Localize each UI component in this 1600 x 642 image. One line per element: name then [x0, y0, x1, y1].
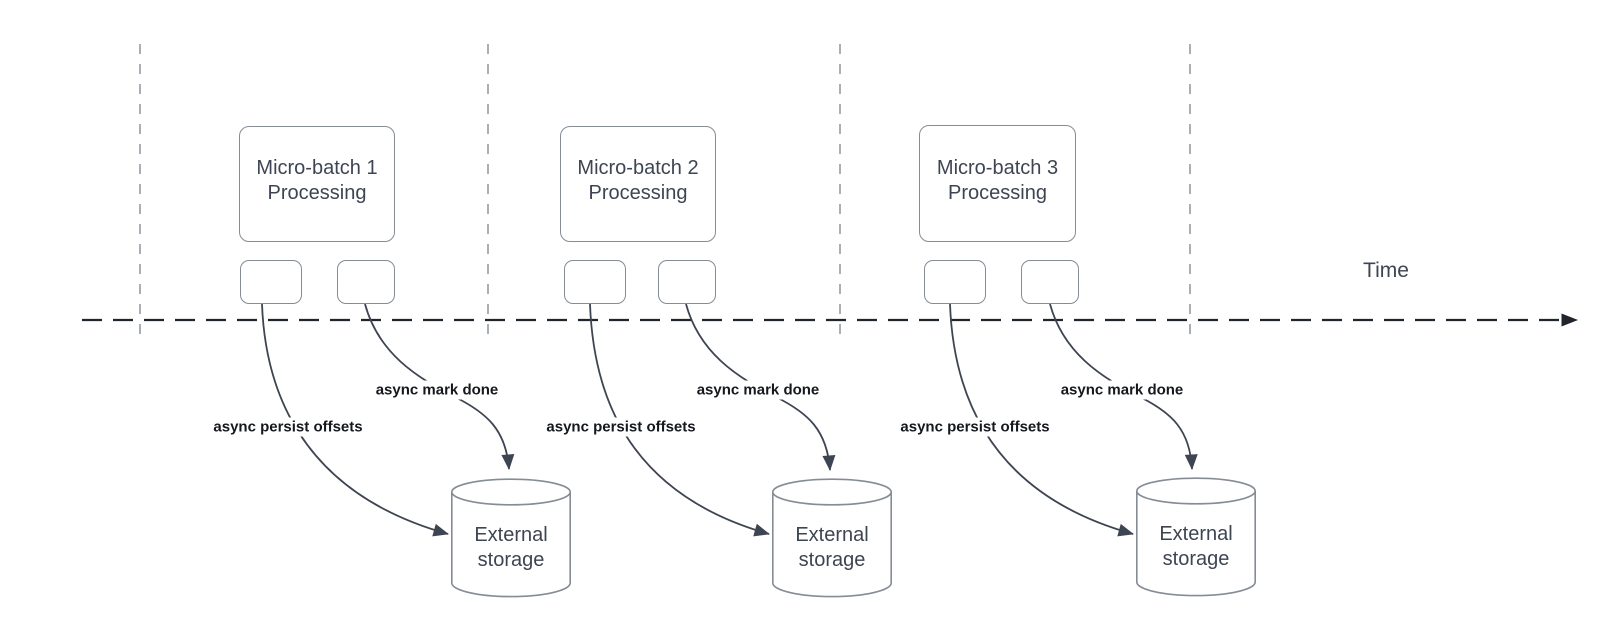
cylinder-body: [772, 492, 892, 598]
storage-label-line1: External: [795, 524, 869, 546]
external-storage-label-2: External storage: [772, 504, 892, 592]
micro-batch-2-box: Micro-batch 2 Processing: [560, 126, 716, 242]
micro-batch-3-label-line2: Processing: [948, 181, 1047, 204]
external-storage-cylinder-3: [1136, 477, 1256, 597]
external-storage-label-3: External storage: [1136, 503, 1256, 591]
storage-label-line1: External: [1159, 523, 1233, 545]
external-storage-cylinder-1: [451, 478, 571, 598]
storage-label-line2: storage: [1162, 548, 1230, 570]
sub-task-box-2b: [658, 260, 716, 304]
persist-offsets-label-2: async persist offsets: [542, 417, 700, 437]
sub-task-box-1b: [337, 260, 395, 304]
micro-batch-1-label-line1: Micro-batch 1: [256, 157, 378, 179]
time-axis-label: Time: [1363, 259, 1409, 282]
micro-batch-3-box: Micro-batch 3 Processing: [919, 125, 1076, 242]
micro-batch-2-label-line2: Processing: [588, 182, 688, 204]
micro-batch-1-label-line2: Processing: [267, 182, 367, 204]
cylinder-top: [1136, 477, 1256, 505]
cylinder-body: [451, 492, 571, 598]
micro-batch-3-label-line1: Micro-batch 3: [936, 156, 1059, 179]
storage-label-line2: storage: [477, 549, 545, 571]
cylinder-top: [772, 478, 892, 506]
persist-offsets-label-1: async persist offsets: [209, 417, 367, 437]
mark-done-label-3: async mark done: [1056, 380, 1188, 400]
sub-task-box-1a: [240, 260, 302, 304]
mark-done-label-2: async mark done: [692, 380, 824, 400]
micro-batch-2-label-line1: Micro-batch 2: [577, 157, 699, 179]
external-storage-cylinder-2: [772, 478, 892, 598]
mark-done-label-1: async mark done: [371, 380, 503, 400]
external-storage-label-1: External storage: [451, 504, 571, 592]
sub-task-box-3b: [1021, 260, 1079, 304]
cylinder-top: [451, 478, 571, 506]
storage-label-line2: storage: [798, 549, 866, 571]
cylinder-body: [1136, 491, 1256, 597]
persist-offsets-label-3: async persist offsets: [896, 417, 1054, 437]
sub-task-box-3a: [924, 260, 986, 304]
sub-task-box-2a: [564, 260, 626, 304]
storage-label-line1: External: [474, 524, 548, 546]
micro-batch-1-box: Micro-batch 1 Processing: [239, 126, 395, 242]
